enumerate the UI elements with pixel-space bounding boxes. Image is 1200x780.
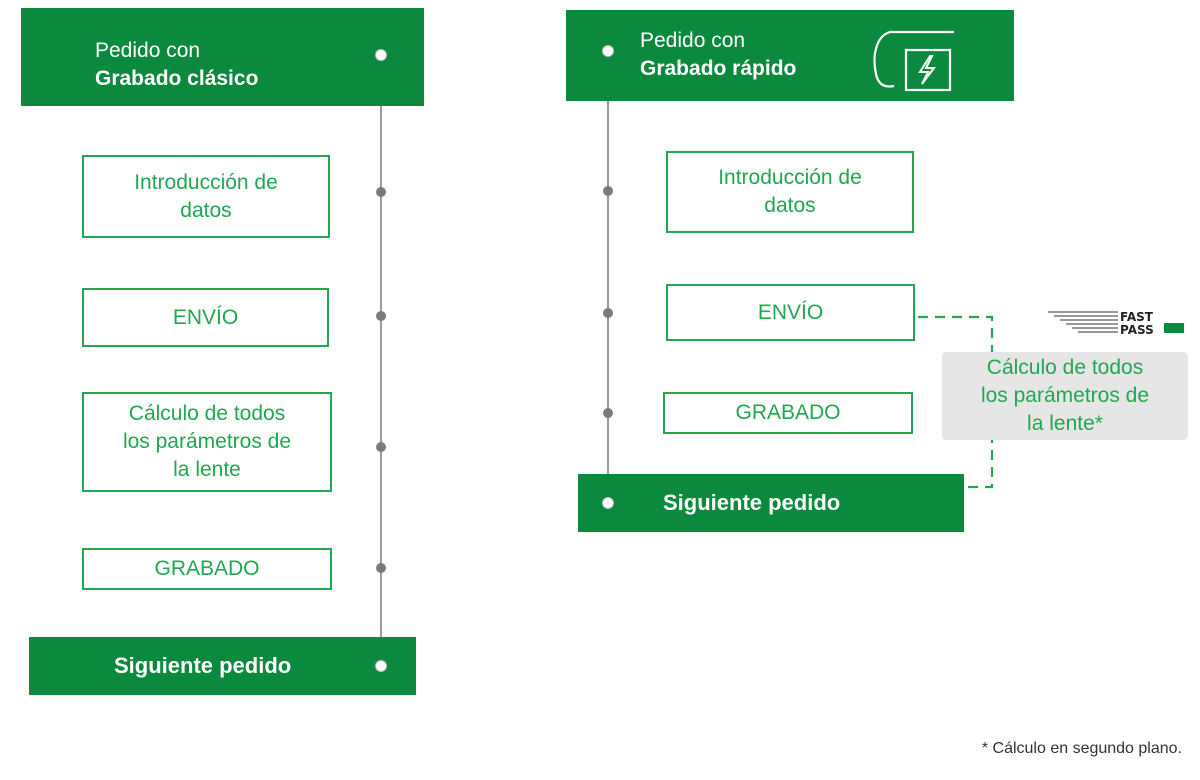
classic-step-shipping: ENVÍO — [82, 288, 329, 347]
classic-timeline-dot-start — [376, 50, 386, 60]
classic-timeline-dot — [376, 563, 386, 573]
fast-timeline-dot-start — [603, 46, 613, 56]
fast-next-order: Siguiente pedido — [578, 474, 964, 532]
footnote: * Cálculo en segundo plano. — [981, 740, 1182, 757]
background-process-connector — [918, 315, 994, 489]
fast-timeline-dot — [603, 308, 613, 318]
fast-timeline-dot — [603, 408, 613, 418]
fast-header-line1: Pedido con — [640, 29, 746, 52]
fast-step-engraving: GRABADO — [663, 392, 913, 434]
fast-timeline-dot — [603, 186, 613, 196]
fast-step-data-entry: Introducción de datos — [666, 151, 914, 233]
fast-next-order-label: Siguiente pedido — [663, 490, 841, 515]
classic-header: Pedido con Grabado clásico — [21, 8, 424, 106]
classic-next-order: Siguiente pedido — [29, 637, 416, 695]
fastpass-logo-line2: PASS — [1120, 323, 1154, 337]
fast-step-shipping: ENVÍO — [666, 284, 915, 341]
classic-step-calculation: Cálculo de todos los parámetros de la le… — [82, 392, 332, 492]
classic-step-engraving: GRABADO — [82, 548, 332, 590]
classic-header-line2: Grabado clásico — [95, 67, 259, 90]
fastpass-logo: FAST PASS — [1048, 310, 1184, 337]
fast-header-line2: Grabado rápido — [640, 57, 797, 80]
fastpass-logo-line1: FAST — [1120, 310, 1154, 324]
background-calculation-callout: Cálculo de todos los parámetros de la le… — [942, 352, 1188, 440]
classic-timeline-dot-end — [376, 661, 386, 671]
fast-timeline-dot-end — [603, 498, 613, 508]
classic-timeline-dot — [376, 442, 386, 452]
fast-header: Pedido con Grabado rápido — [566, 10, 1014, 101]
fast-timeline — [607, 54, 609, 504]
classic-timeline-dot — [376, 311, 386, 321]
lens-lightning-icon — [873, 30, 954, 92]
classic-step-data-entry: Introducción de datos — [82, 155, 330, 238]
classic-header-line1: Pedido con — [95, 39, 201, 62]
classic-timeline-dot — [376, 187, 386, 197]
classic-next-order-label: Siguiente pedido — [114, 653, 292, 678]
classic-timeline — [380, 54, 382, 666]
